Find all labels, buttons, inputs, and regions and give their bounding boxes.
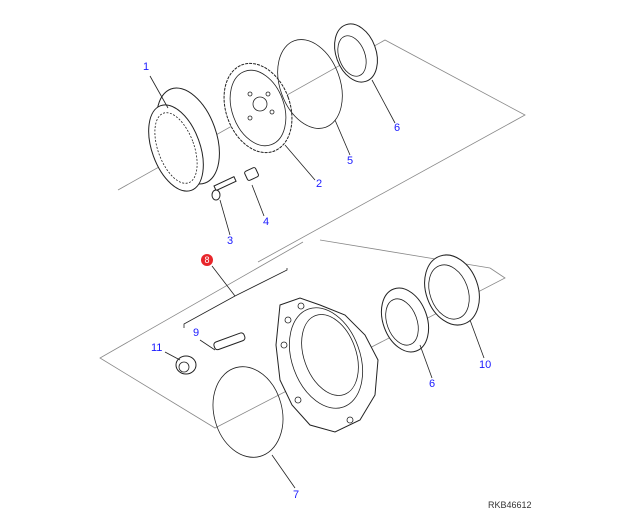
part-bush[interactable] <box>244 167 259 181</box>
part-bearing-lower[interactable] <box>373 281 437 358</box>
part-stud[interactable] <box>213 332 246 351</box>
part-nut[interactable] <box>175 355 197 375</box>
lower-assembly-plane <box>99 241 506 429</box>
callout-7[interactable]: 7 <box>293 489 300 501</box>
part-hub-housing[interactable] <box>275 297 379 433</box>
drawing-reference-number: RKB46612 <box>488 500 532 510</box>
part-seal[interactable] <box>415 247 488 332</box>
callout-5[interactable]: 5 <box>347 155 354 167</box>
callout-6-lower[interactable]: 6 <box>429 378 436 390</box>
callout-1[interactable]: 1 <box>143 61 150 73</box>
part-ring-gear[interactable] <box>138 79 231 198</box>
part-o-ring[interactable] <box>203 359 292 465</box>
callout-10[interactable]: 10 <box>479 359 492 371</box>
callout-3[interactable]: 3 <box>227 235 234 247</box>
callout-4[interactable]: 4 <box>263 216 270 228</box>
callout-2[interactable]: 2 <box>316 178 323 190</box>
part-bearing-upper[interactable] <box>327 18 385 88</box>
callout-11[interactable]: 11 <box>151 342 163 354</box>
callout-9[interactable]: 9 <box>193 327 200 339</box>
part-snap-ring[interactable] <box>266 31 354 138</box>
callout-6-upper[interactable]: 6 <box>394 122 401 134</box>
part-bolt[interactable] <box>211 176 237 201</box>
part-carrier-plate[interactable] <box>212 54 304 162</box>
assembly-badge-8[interactable]: 8 <box>201 254 213 266</box>
